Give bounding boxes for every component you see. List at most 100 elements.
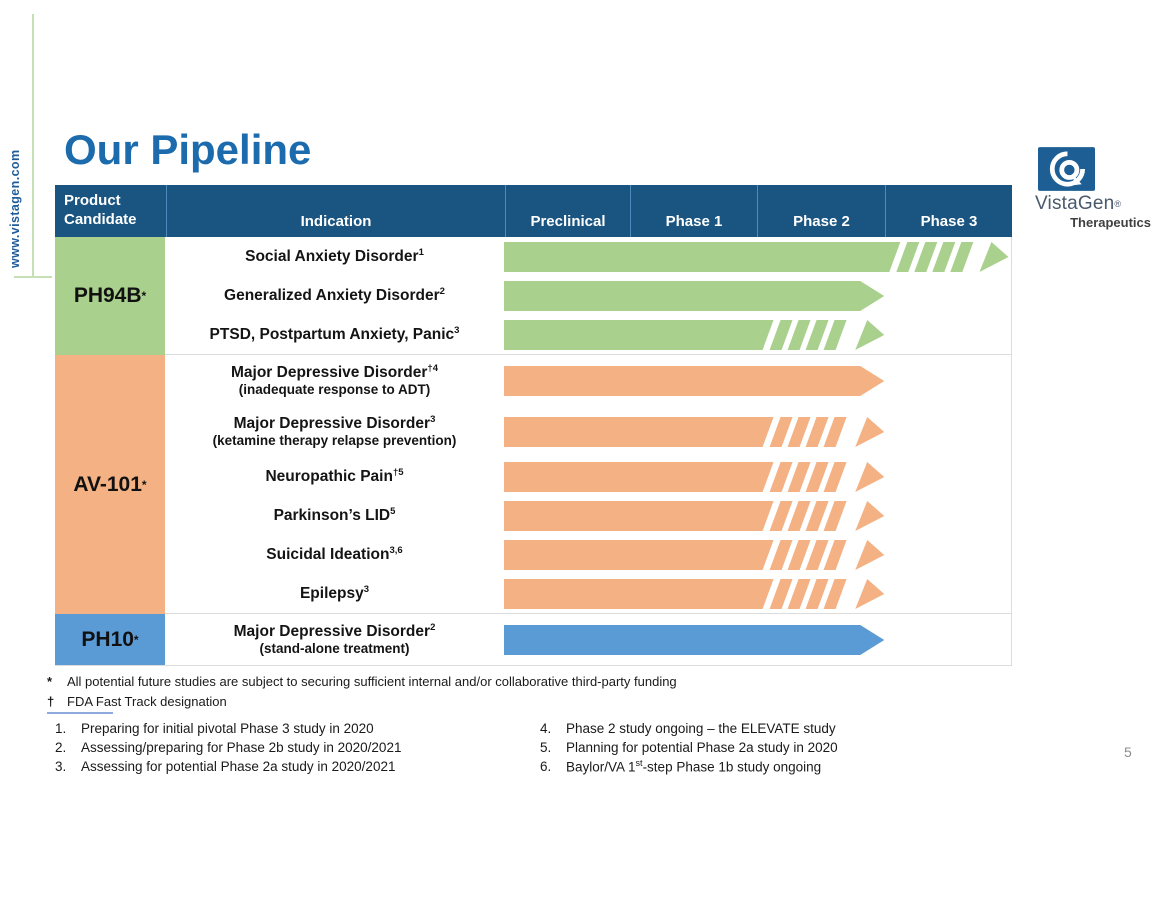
indication-label: Major Depressive Disorder†4(inadequate r… (165, 363, 504, 397)
table-row: Major Depressive Disorder2(stand-alone t… (165, 614, 1011, 665)
indication-subtext: (inadequate response to ADT) (238, 381, 431, 397)
table-row: Neuropathic Pain†5 (165, 457, 1011, 496)
pipeline-arrow (504, 319, 885, 350)
footnote-text: All potential future studies are subject… (67, 674, 677, 689)
phase-progress-cell (504, 578, 1011, 609)
pipeline-arrow (504, 461, 885, 492)
footnote: † FDA Fast Track designation (47, 692, 1057, 712)
company-logo: VistaGen® Therapeutics (1035, 147, 1151, 230)
candidate-group-ph10: PH10*Major Depressive Disorder2(stand-al… (55, 614, 1011, 665)
footnote-symbol: † (47, 693, 55, 709)
table-row: Generalized Anxiety Disorder2 (165, 276, 1011, 315)
phase-progress-cell (504, 365, 1011, 396)
table-row: PTSD, Postpartum Anxiety, Panic3 (165, 315, 1011, 354)
numbered-footnote-column-left: 1. Preparing for initial pivotal Phase 3 … (55, 719, 540, 777)
pipeline-arrow (504, 416, 885, 447)
footnote-number: 5. (540, 740, 552, 756)
column-header-phase-3: Phase 3 (885, 185, 1012, 237)
footnote-text: Phase 2 study ongoing – the ELEVATE stud… (566, 721, 836, 736)
candidate-group-av-101: AV-101*Major Depressive Disorder†4(inade… (55, 355, 1011, 614)
numbered-footnote: 3. Assessing for potential Phase 2a study… (55, 757, 540, 776)
pipeline-arrow (504, 280, 885, 311)
pipeline-arrow (504, 241, 1009, 272)
numbered-footnote: 1. Preparing for initial pivotal Phase 3 … (55, 719, 540, 738)
numbered-footnote: 2. Assessing/preparing for Phase 2b study… (55, 738, 540, 757)
indication-label: Parkinson’s LID5 (273, 505, 396, 524)
decorative-accent-line-horizontal (14, 276, 52, 278)
footnote-text: FDA Fast Track designation (67, 693, 227, 709)
page-number: 5 (1124, 744, 1132, 760)
footnote-text: Baylor/VA 1st-step Phase 1b study ongoin… (566, 758, 822, 775)
footnote-text: Assessing for potential Phase 2a study i… (81, 759, 396, 775)
column-header-phase-1: Phase 1 (630, 185, 757, 237)
table-row: Social Anxiety Disorder1 (165, 237, 1011, 276)
indication-label: Neuropathic Pain†5 (265, 466, 404, 485)
footnote-number: 4. (540, 721, 552, 736)
footnote-number: 3. (55, 759, 67, 775)
footnote-symbol: * (47, 674, 53, 689)
phase-progress-cell (504, 241, 1011, 272)
registered-mark: ® (1114, 199, 1122, 209)
footnote-number: 2. (55, 740, 67, 756)
phase-progress-cell (504, 280, 1011, 311)
table-row: Epilepsy3 (165, 574, 1011, 613)
group-rows: Major Depressive Disorder2(stand-alone t… (165, 614, 1011, 665)
indication-label: PTSD, Postpartum Anxiety, Panic3 (209, 324, 460, 343)
footnote-number: 1. (55, 721, 67, 736)
group-rows: Major Depressive Disorder†4(inadequate r… (165, 355, 1011, 614)
pipeline-arrow (504, 578, 885, 609)
numbered-footnote: 6. Baylor/VA 1st-step Phase 1b study ongo… (540, 757, 838, 777)
indication-label: Major Depressive Disorder2(stand-alone t… (165, 622, 504, 656)
table-row: Major Depressive Disorder3(ketamine ther… (165, 406, 1011, 457)
website-link[interactable]: www.vistagen.com (8, 149, 22, 268)
candidate-cell-av-101: AV-101* (55, 355, 165, 614)
numbered-footnote: 5. Planning for potential Phase 2a study … (540, 738, 838, 757)
indication-label: Epilepsy3 (299, 583, 370, 602)
column-header-phase-2: Phase 2 (757, 185, 885, 237)
phase-progress-cell (504, 500, 1011, 531)
numbered-footnote: 4. Phase 2 study ongoing – the ELEVATE st… (540, 719, 838, 738)
pipeline-arrow (504, 624, 885, 655)
footnote-number: 6. (540, 759, 552, 775)
indication-label: Generalized Anxiety Disorder2 (224, 285, 445, 304)
logo-swirl-icon (1038, 147, 1095, 191)
candidate-cell-ph94b: PH94B* (55, 237, 165, 355)
pipeline-arrow (504, 539, 885, 570)
indication-label: Social Anxiety Disorder1 (245, 246, 424, 265)
phase-progress-cell (504, 624, 1011, 655)
numbered-footnotes: 1. Preparing for initial pivotal Phase 3 … (55, 719, 1015, 777)
table-row: Major Depressive Disorder†4(inadequate r… (165, 355, 1011, 406)
phase-progress-cell (504, 539, 1011, 570)
footnote-text: Assessing/preparing for Phase 2b study i… (81, 740, 402, 756)
symbol-footnotes: * All potential future studies are subjec… (47, 672, 1057, 711)
indication-subtext: (stand-alone treatment) (259, 640, 410, 656)
candidate-cell-ph10: PH10* (55, 614, 165, 665)
column-header-indication: Indication (166, 185, 505, 237)
footnote-text: Preparing for initial pivotal Phase 3 st… (81, 721, 374, 736)
footnote-divider-line (47, 712, 113, 714)
indication-subtext: (ketamine therapy relapse prevention) (212, 432, 457, 448)
numbered-footnote-column-right: 4. Phase 2 study ongoing – the ELEVATE st… (540, 719, 838, 777)
decorative-accent-line-vertical (32, 14, 34, 277)
logo-name: VistaGen® (1035, 193, 1122, 214)
phase-progress-cell (504, 319, 1011, 350)
phase-progress-cell (504, 416, 1011, 447)
table-row: Parkinson’s LID5 (165, 496, 1011, 535)
pipeline-arrow (504, 500, 885, 531)
table-row: Suicidal Ideation3,6 (165, 535, 1011, 574)
indication-label: Suicidal Ideation3,6 (266, 544, 403, 563)
page-title: Our Pipeline (64, 126, 312, 173)
logo-tagline: Therapeutics (1070, 215, 1151, 230)
column-header-preclinical: Preclinical (505, 185, 630, 237)
footnote: * All potential future studies are subjec… (47, 672, 1057, 692)
indication-label: Major Depressive Disorder3(ketamine ther… (165, 414, 504, 448)
footnote-text: Planning for potential Phase 2a study in… (566, 740, 838, 756)
pipeline-arrow (504, 365, 885, 396)
